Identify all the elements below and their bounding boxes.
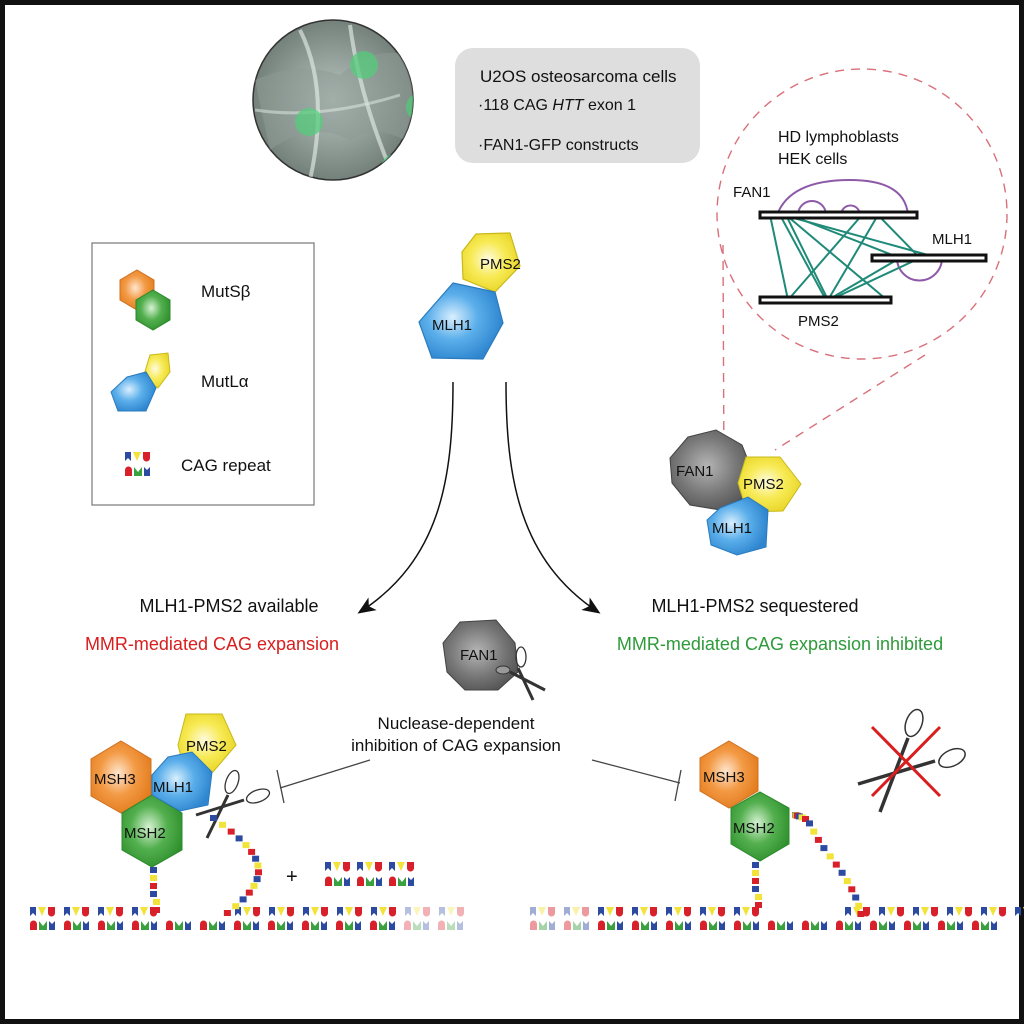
- microscopy-image: [252, 19, 414, 181]
- sequestered-complex: FAN1 PMS2 MLH1: [669, 429, 802, 556]
- pms2-label: PMS2: [743, 476, 784, 493]
- xl-bar-mlh1: [870, 253, 988, 263]
- dna-strand-left: [30, 907, 464, 930]
- pms2-pentagon: [737, 456, 802, 513]
- left-branch-title: MLH1-PMS2 available: [139, 596, 318, 616]
- inter-crosslinks: [769, 214, 940, 301]
- crosslink-title-1: HD lymphoblasts: [778, 129, 899, 146]
- msh3-label: MSH3: [703, 769, 745, 786]
- msh3-hexagon: [699, 740, 759, 809]
- scissors-icon: [495, 646, 546, 701]
- intra-crosslinks: [776, 178, 943, 282]
- inhibition-line-left: [276, 759, 371, 804]
- dna-layer: [30, 812, 1024, 930]
- xl-label-mlh1: MLH1: [932, 231, 972, 248]
- mlh1-label: MLH1: [432, 317, 472, 334]
- right-branch-outcome: MMR-mediated CAG expansion inhibited: [617, 634, 943, 654]
- msh2-label: MSH2: [124, 825, 166, 842]
- cells-bullet-1: ·118 CAG HTT exon 1: [478, 97, 636, 114]
- dna-loop-left: [150, 815, 262, 916]
- right-mmr-complex: MSH3 MSH2: [699, 740, 790, 862]
- msh2-label: MSH2: [733, 820, 775, 837]
- msh3-label: MSH3: [94, 771, 136, 788]
- mlh1-pentagon: [151, 751, 213, 812]
- dna-strand-right: [530, 907, 1024, 930]
- crosslink-inset: HD lymphoblasts HEK cells FAN1 MLH1 PMS2: [716, 68, 1008, 479]
- right-branch-title: MLH1-PMS2 sequestered: [651, 596, 858, 616]
- legend-mutsbeta-icon: [119, 269, 171, 331]
- msh3-hexagon: [90, 740, 152, 814]
- crosslink-title-2: HEK cells: [778, 151, 847, 168]
- gfp-nucleus: [381, 154, 409, 180]
- msh2-hexagon: [730, 791, 790, 862]
- xl-label-pms2: PMS2: [798, 313, 839, 330]
- legend: MutSβ MutLα CAG repeat: [91, 242, 315, 506]
- mlh1-pentagon: [706, 496, 769, 556]
- pms2-label: PMS2: [186, 738, 227, 755]
- pms2-label: PMS2: [480, 256, 521, 273]
- legend-label-mutsbeta: MutSβ: [201, 282, 251, 301]
- fan1-label: FAN1: [460, 647, 498, 664]
- gfp-nucleus: [350, 51, 378, 79]
- mlh1-pentagon: [418, 282, 504, 360]
- nuclease-fan1: FAN1: [442, 619, 546, 701]
- xl-bar-fan1: [758, 210, 919, 220]
- mlh1-label: MLH1: [153, 779, 193, 796]
- legend-label-cag-repeat: CAG repeat: [181, 456, 271, 475]
- fan1-label: FAN1: [676, 463, 714, 480]
- xl-label-fan1: FAN1: [733, 184, 771, 201]
- legend-mutlalpha-icon: [110, 352, 171, 412]
- cells-bullet-2: ·FAN1-GFP constructs: [478, 137, 639, 154]
- center-mutlalpha-complex: PMS2 MLH1: [418, 232, 521, 360]
- left-mmr-complex: MSH3 MSH2 MLH1 PMS2: [90, 713, 271, 868]
- dashed-connector-right: [774, 354, 926, 451]
- arrow-to-available: [357, 381, 454, 614]
- scissors-icon: [195, 769, 271, 839]
- plus-sign: +: [286, 866, 298, 888]
- legend-cag-repeat-icon: [125, 452, 150, 476]
- nuclease-text-2: inhibition of CAG expansion: [351, 736, 561, 755]
- mlh1-label: MLH1: [712, 520, 752, 537]
- scissors-crossed-icon: [857, 708, 966, 813]
- inhibition-line-right: [591, 759, 682, 802]
- nuclease-text-1: Nuclease-dependent: [378, 714, 535, 733]
- gfp-nucleus: [295, 108, 323, 136]
- dashed-zoom-circle: [716, 68, 1008, 360]
- cells-info-box: U2OS osteosarcoma cells ·118 CAG HTT exo…: [455, 48, 700, 163]
- cells-title: U2OS osteosarcoma cells: [480, 67, 677, 86]
- cleaved-cag-fragments: [325, 862, 414, 886]
- arrow-to-sequestered: [505, 381, 601, 614]
- gfp-nucleus: [406, 93, 413, 121]
- xl-bar-pms2: [758, 295, 893, 305]
- left-branch-outcome: MMR-mediated CAG expansion: [85, 634, 339, 654]
- legend-label-mutlalpha: MutLα: [201, 372, 249, 391]
- dna-loop-right: [752, 812, 865, 917]
